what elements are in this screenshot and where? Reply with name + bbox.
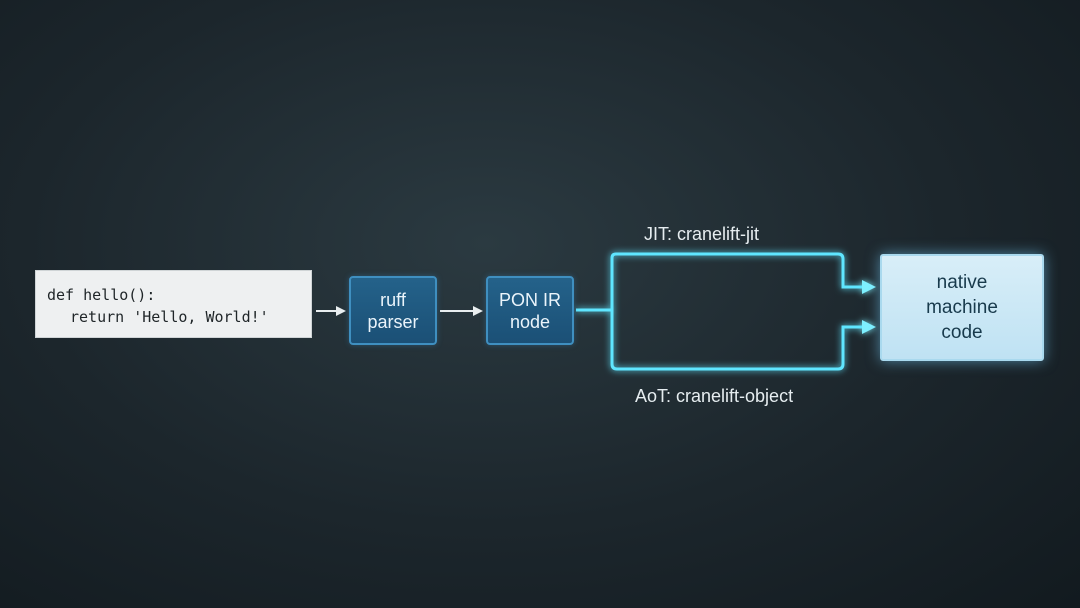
pon-node-line2: node: [509, 311, 551, 332]
code-line-return: return 'Hello, World!': [70, 308, 269, 326]
wire-jit-path: [610, 252, 876, 310]
native-node-line2: machine: [926, 297, 998, 318]
ruff-node-line1: ruff: [380, 289, 406, 310]
wire-aot-path: [610, 310, 876, 371]
native-node-line1: native: [936, 272, 988, 293]
aot-edge-label: AoT: cranelift-object: [635, 386, 794, 406]
ruff-node-line2: parser: [367, 311, 419, 332]
native-machine-code-node: native machine code: [880, 254, 1044, 361]
ruff-parser-node: ruff parser: [349, 276, 437, 345]
code-line-def: def hello():: [47, 286, 156, 304]
pon-node-line1: PON IR: [498, 289, 561, 310]
source-code-box: def hello(): return 'Hello, World!': [35, 270, 312, 338]
pon-ir-node: PON IR node: [486, 276, 574, 345]
native-node-line3: code: [941, 322, 983, 343]
jit-edge-label: JIT: cranelift-jit: [644, 224, 760, 244]
